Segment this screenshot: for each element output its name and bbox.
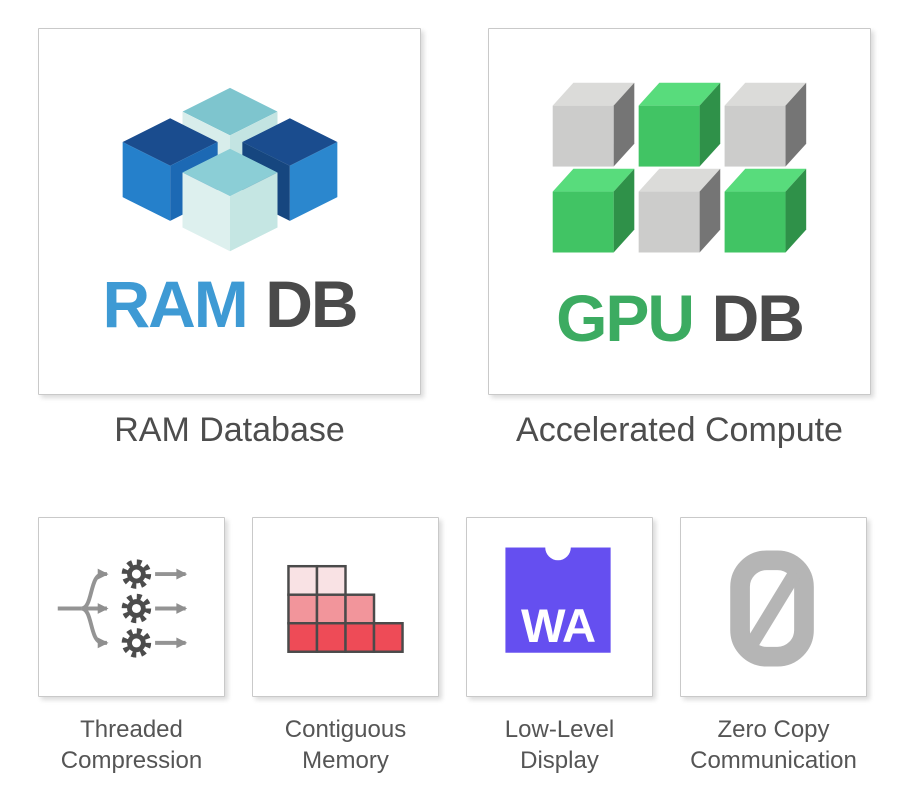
card-ram-database: RAM DB: [38, 28, 421, 395]
gear-icon: [121, 593, 152, 623]
caption-accelerated-compute: Accelerated Compute: [516, 411, 843, 449]
memory-blocks-icon: [287, 564, 404, 653]
caption-line: Zero Copy: [717, 716, 830, 743]
gear-icon: [121, 558, 152, 589]
caption-line: Memory: [302, 747, 389, 774]
gpu-db-cubes-logo: [552, 82, 806, 253]
memory-row-dark: [287, 621, 404, 653]
caption-line: Display: [520, 747, 599, 774]
wordmark-primary: RAM: [102, 267, 248, 341]
card-gpu-database: GPU DB: [488, 28, 871, 395]
wasm-letters: WA: [521, 599, 595, 652]
wordmark-secondary: DB: [265, 267, 358, 341]
card-zero-copy-communication: [680, 517, 867, 697]
caption-line: Low-Level: [504, 716, 615, 743]
caption-low-level-display: Low-Level Display: [466, 714, 653, 776]
wordmark-secondary: DB: [711, 280, 805, 355]
caption-threaded-compression: Threaded Compression: [38, 714, 225, 776]
webassembly-icon: WA: [505, 534, 611, 653]
cube-front-pale: [182, 148, 277, 252]
zero-slash: [745, 568, 802, 647]
memory-row-light: [287, 564, 347, 596]
fanout-arrows: [57, 568, 188, 648]
wordmark-primary: GPU: [556, 280, 695, 355]
caption-line: Threaded: [80, 716, 183, 743]
caption-line: Contiguous: [284, 716, 407, 743]
cube-gray: [724, 82, 806, 167]
caption-zero-copy-communication: Zero Copy Communication: [680, 714, 867, 776]
caption-line: Compression: [60, 747, 203, 774]
cube-green: [724, 168, 806, 253]
cube-green: [552, 168, 634, 253]
card-low-level-display: WA: [466, 517, 653, 697]
slashed-zero-icon: [730, 549, 814, 666]
cube-gray: [638, 168, 720, 253]
caption-line: Communication: [690, 747, 857, 774]
zero-ring: [730, 549, 814, 666]
card-threaded-compression: [38, 517, 225, 697]
cube-gray: [552, 82, 634, 167]
ram-db-cubes-logo: [122, 87, 337, 252]
gear-icon: [121, 627, 152, 658]
wasm-notch: [545, 534, 571, 560]
wasm-square: [505, 547, 611, 653]
caption-contiguous-memory: Contiguous Memory: [252, 714, 439, 776]
caption-ram-database: RAM Database: [114, 411, 345, 449]
card-contiguous-memory: [252, 517, 439, 697]
memory-row-mid: [287, 592, 376, 624]
gears-fanout-icon: [57, 558, 188, 658]
ram-db-wordmark: RAM DB: [102, 267, 358, 341]
gpu-db-wordmark: GPU DB: [556, 280, 805, 355]
cube-green: [638, 82, 720, 167]
